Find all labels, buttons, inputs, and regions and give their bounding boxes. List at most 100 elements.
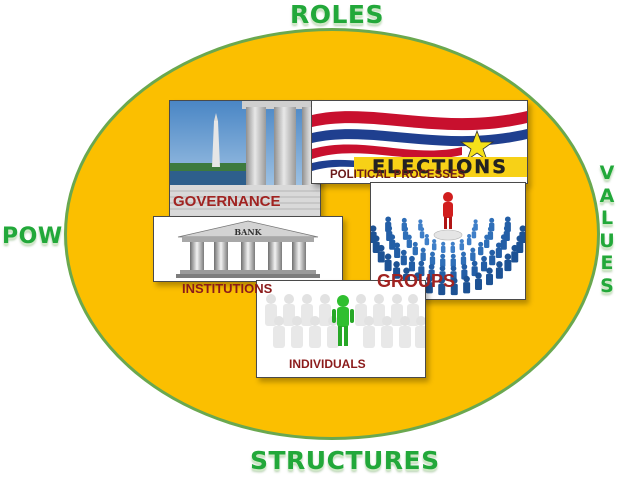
values-letter: U [599,229,615,252]
crowd-person-body [450,283,458,296]
crowd-person-body [418,223,423,231]
crowd-person-body [412,246,418,256]
crowd-person-body [440,258,446,268]
crowd-person-head [371,225,377,232]
crowd-person-head [450,265,457,272]
crowd-person-body [420,252,426,261]
crowd-person-head [500,234,507,241]
crowd-person-body [489,255,496,266]
crowd-person-head [484,234,490,240]
groups-caption: GROUPS [377,271,456,291]
crowd-person-body [431,243,437,251]
crowd-person-head [414,272,421,279]
crowd-person-head [495,242,502,249]
crowd-person-head [496,261,503,268]
green-figure [332,295,354,346]
crowd-person-head [489,217,495,223]
grey-person-head [416,316,425,326]
grey-person-head [356,294,366,304]
individuals-caption: INDIVIDUALS [289,357,366,371]
crowd-person-head [516,235,524,242]
crowd-person-head [403,267,410,274]
crowd-person-head [487,226,493,232]
crowd-person-head [450,253,456,259]
elections-flag-image: ELECTIONS [312,101,527,183]
values-letter: A [599,184,615,207]
crowd-person-head [450,241,455,246]
crowd-person-head [418,219,423,224]
crowd-person-head [409,255,415,262]
crowd-person-body [450,258,456,268]
crowd-person-head [438,277,445,284]
crowd-person-body [384,259,392,272]
crowd-person-body [393,267,401,279]
grey-person-head [284,294,294,304]
groups-card [370,182,526,300]
crowd-person-body [474,278,482,291]
crowd-person-head [478,241,484,247]
grey-person-head [408,294,418,304]
crowd-person-head [459,239,464,244]
crowd-person-head [473,219,478,224]
crowd-person-body [484,239,490,249]
crowd-person-head [401,217,407,223]
crowd-person-body [401,222,407,232]
crowd-person-head [440,253,446,259]
values-letter: V [599,162,615,184]
crowd-person-head [451,277,458,284]
values-label: V A L U E S [597,162,617,297]
elections-card: ELECTIONS [311,100,528,184]
crowd-person-head [426,275,433,283]
institutions-card: BANK [153,216,343,282]
individuals-card [256,280,426,378]
roles-label: ROLES [290,0,385,29]
crowd-person-head [503,225,510,232]
crowd-person-head [430,251,435,257]
crowd-person-head [470,247,476,253]
crowd-person-body [478,246,484,256]
crowd-person-head [486,267,493,274]
crowd-person-body [408,261,416,272]
crowd-person-head [489,249,496,256]
crowd-person-body [480,261,488,272]
grey-person-body [283,304,295,326]
crowd-person-body [400,255,407,266]
bank-building-image: BANK [154,217,342,281]
crowd-person-head [467,233,472,239]
crowd-person-body [429,256,436,266]
grey-person-body [373,304,385,326]
crowd-person-body [504,259,512,272]
groups-crowd-image [371,183,525,299]
grey-person-body [291,326,303,348]
grey-person-head [382,316,392,326]
institutions-caption: INSTITUTIONS [182,281,273,296]
grey-person-head [392,294,402,304]
crowd-person-head [475,272,482,279]
individuals-image [257,281,425,377]
crowd-person-head [394,242,401,249]
crowd-person-body [440,245,446,254]
grey-person-body [381,326,393,348]
crowd-person-head [504,253,512,261]
elections-banner-text: ELECTIONS [372,156,508,178]
crowd-person-body [450,245,456,254]
governance-caption: GOVERNANCE [173,193,281,210]
grey-person-head [302,294,312,304]
values-letter: E [600,252,614,274]
crowd-person-head [441,241,446,246]
crowd-person-body [371,231,377,243]
values-letter: S [600,274,614,297]
crowd-person-head [385,216,392,223]
grey-person-body [415,326,425,348]
grey-person-head [364,316,374,326]
crowd-person-head [420,247,426,253]
grey-person-body [399,326,411,348]
crowd-person-head [504,216,511,223]
crowd-person-head [418,260,425,267]
crowd-person-head [463,275,470,283]
crowd-person-body [386,231,393,242]
crowd-person-head [461,263,468,270]
crowd-person-head [424,233,429,239]
crowd-person-body [487,231,494,240]
grey-person-body [327,326,339,348]
